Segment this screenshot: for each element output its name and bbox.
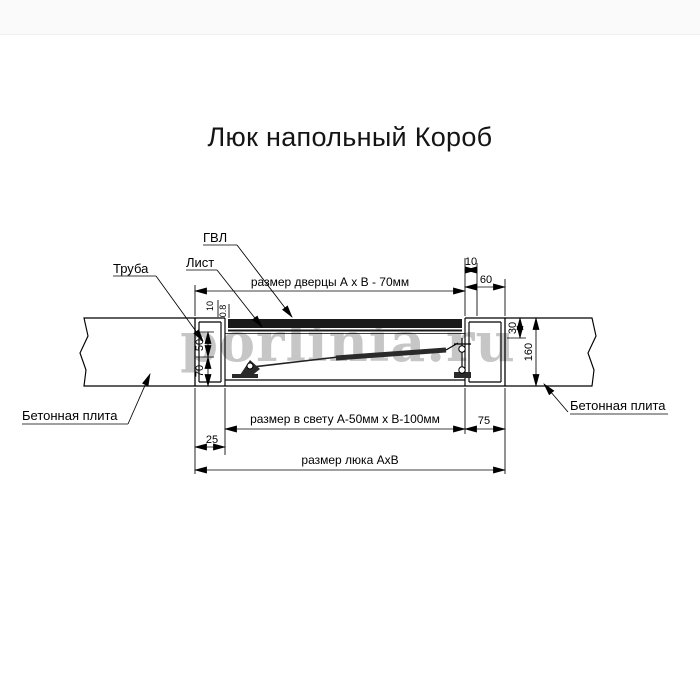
right-lower-pivot [458, 366, 466, 374]
top-strip [0, 0, 700, 35]
dim-frame-top-label: 60 [480, 274, 492, 286]
dim-lid-thickness-label: 10 [205, 301, 215, 311]
strut-rod [251, 356, 339, 368]
sheet-leader [216, 269, 263, 328]
pipe-leader [155, 275, 204, 342]
hatch-frame [194, 317, 506, 387]
dim-left-lower-label: 70 [194, 365, 206, 377]
left-hinge-base [232, 374, 258, 378]
dim-left-upper-label: 50 [194, 339, 206, 351]
left-slab-section [79, 317, 196, 387]
dim-hatch-size-label: размер люка АхВ [301, 453, 398, 467]
gvl-leader [236, 244, 293, 318]
concrete-left-label: Бетонная плита [22, 408, 118, 423]
drawing-title: Люк напольный Короб [207, 122, 493, 152]
concrete-right-leader [543, 383, 569, 413]
dim-offset-bottom-label: 25 [206, 434, 218, 446]
hatch-lid [225, 319, 465, 334]
left-concrete-slab [79, 317, 196, 387]
gvl-label: ГВЛ [203, 230, 227, 245]
sheet-label: Лист [186, 255, 214, 270]
dim-sheet-thickness-label: 0.8 [218, 305, 228, 318]
dim-gap-top-label: 10 [465, 256, 477, 268]
callout-leaders [127, 244, 569, 425]
gvl-board [228, 319, 462, 328]
dimension-lines [193, 266, 540, 474]
lift-mechanism [232, 338, 471, 378]
pipe-label: Труба [113, 261, 149, 276]
dim-door-size-label: размер дверцы А х В - 70мм [251, 275, 409, 289]
frame-lines [194, 317, 506, 387]
left-pivot [246, 362, 254, 370]
dim-depth-upper-label: 30 [507, 322, 519, 334]
right-upper-pivot [458, 345, 466, 353]
right-hinge-base [454, 372, 471, 378]
dim-depth-total-label: 160 [523, 343, 535, 361]
gas-strut-cylinder [335, 347, 447, 361]
concrete-right-label: Бетонная плита [570, 398, 666, 413]
callout-underlines [22, 244, 668, 425]
dim-frame-bottom-label: 75 [478, 415, 490, 427]
dim-clear-size-label: размер в свету А-50мм х В-100мм [250, 412, 440, 426]
concrete-left-leader [127, 373, 151, 425]
